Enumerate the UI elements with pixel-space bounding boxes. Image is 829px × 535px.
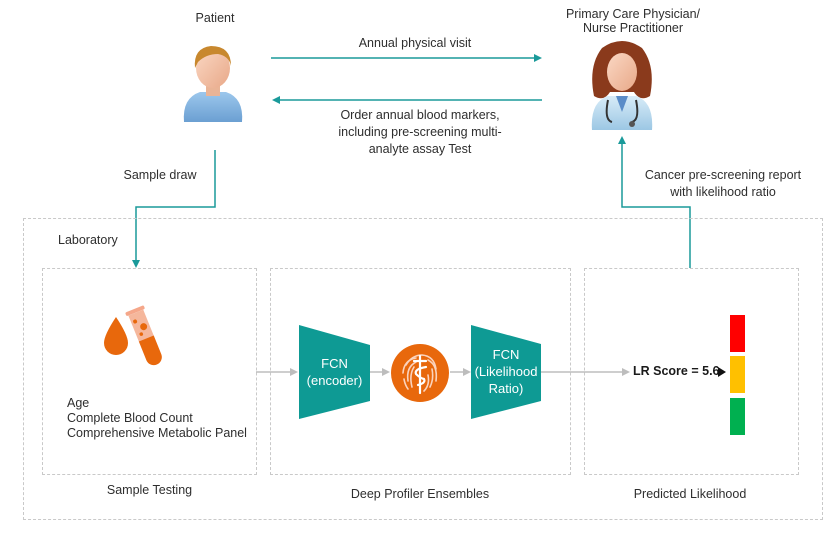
- risk-bar-low: [730, 398, 745, 435]
- deep-profiler-panel: [270, 268, 571, 475]
- order-markers-line3: analyte assay Test: [368, 142, 472, 156]
- report-arrow: [618, 136, 691, 268]
- sample-input-age: Age: [67, 396, 90, 410]
- blood-drop-test-tube-icon: [104, 305, 162, 366]
- fcn-likelihood-line1: FCN: [492, 347, 520, 362]
- sample-input-cbc: Complete Blood Count: [67, 411, 193, 425]
- report-label-line2: with likelihood ratio: [670, 185, 776, 199]
- risk-bar-high: [730, 315, 745, 352]
- fcn-likelihood-line3: Ratio): [488, 381, 524, 396]
- fcn-likelihood-line2: (Likelihood: [474, 364, 538, 379]
- deep-profiler-caption: Deep Profiler Ensembles: [350, 487, 490, 501]
- risk-bar-medium: [730, 356, 745, 393]
- patient-avatar-icon: [183, 46, 243, 122]
- fingerprint-caduceus-icon: [391, 344, 449, 402]
- physician-avatar-icon: [591, 41, 653, 130]
- fcn-encoder-line2: (encoder): [306, 373, 363, 388]
- laboratory-container: [23, 218, 823, 520]
- predicted-likelihood-panel: [584, 268, 799, 475]
- predicted-likelihood-caption: Predicted Likelihood: [633, 487, 747, 501]
- order-markers-line2: including pre-screening multi-: [338, 125, 502, 139]
- sample-testing-panel: [42, 268, 257, 475]
- fcn-likelihood-shape: [471, 325, 541, 419]
- annual-visit-label: Annual physical visit: [358, 36, 472, 50]
- fcn-encoder-shape: [299, 325, 370, 419]
- patient-label: Patient: [195, 11, 235, 25]
- sample-testing-caption: Sample Testing: [106, 483, 193, 497]
- report-label-line1: Cancer pre-screening report: [644, 168, 802, 182]
- laboratory-label: Laboratory: [58, 233, 118, 247]
- fcn-encoder-line1: FCN: [321, 356, 348, 371]
- sample-draw-arrow: [132, 150, 216, 268]
- score-pointer-icon: [718, 367, 726, 377]
- lr-score-label: LR Score = 5.6: [633, 364, 720, 378]
- order-markers-line1: Order annual blood markers,: [340, 108, 500, 122]
- physician-label-line1: Primary Care Physician/: [565, 7, 701, 21]
- physician-label-line2: Nurse Practitioner: [582, 21, 684, 35]
- sample-draw-label: Sample draw: [123, 168, 197, 182]
- sample-input-cmp: Comprehensive Metabolic Panel: [67, 426, 247, 440]
